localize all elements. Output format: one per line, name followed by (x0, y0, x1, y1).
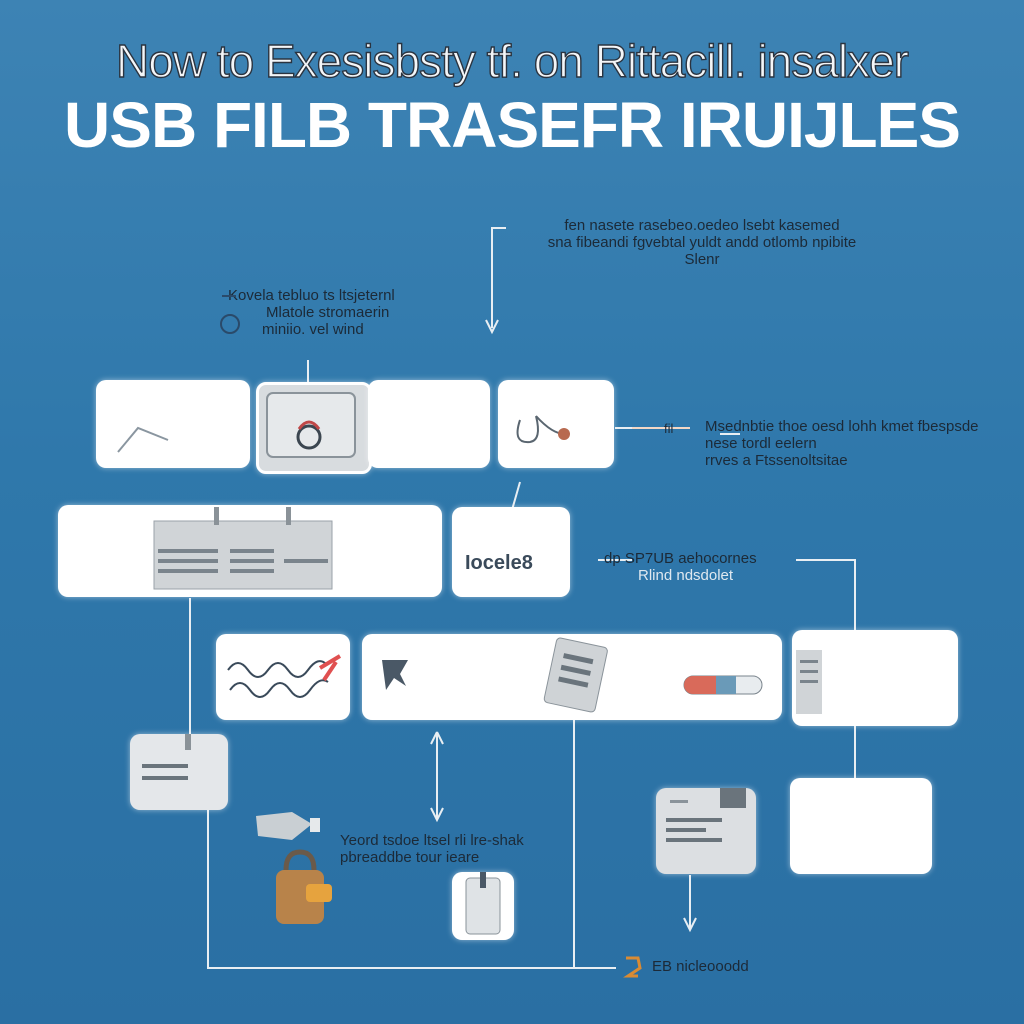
cable-box (498, 380, 614, 468)
cursor-icon (382, 637, 608, 713)
annotation-bottom-center: Yeord tsdoe ltsel rli lre-shak pbreaddbe… (340, 832, 524, 866)
document-icon (142, 734, 191, 780)
box-label: Iocele8 (465, 552, 533, 574)
folder-box (58, 505, 442, 597)
usb-cable-icon (516, 415, 570, 444)
usb-plug-icon (252, 806, 322, 851)
label-box (452, 507, 570, 597)
title-line-2: USB FILB TRASEFR IRUIJLES (64, 89, 961, 161)
drive-box-small (452, 872, 514, 940)
signal-wave-icon (227, 654, 342, 698)
padlock-icon (270, 848, 336, 933)
gear-icon (214, 290, 244, 341)
title-line-1: Now to Exesisbsty tf. on Rittacill. insa… (115, 34, 909, 87)
usb-drive-icon (796, 650, 822, 714)
annotation-bottom-right: EB nicleooodd (652, 958, 749, 975)
chart-line-icon (117, 426, 169, 453)
laptop-box (256, 382, 372, 474)
box-row1-start (96, 380, 250, 468)
laptop-icon (266, 392, 356, 458)
annotation-right-middle: dp SP7UB aehocornes Rlind ndsdolet (604, 550, 757, 584)
small-tag: fil (664, 421, 674, 436)
cable-end-icon (618, 952, 648, 987)
document-box (130, 734, 228, 810)
box-row3-end (792, 630, 958, 726)
printer-box (656, 788, 756, 874)
annotation-right-upper: Msednbtie thoe oesd lohh kmet fbespsde n… (705, 418, 979, 469)
box-row1-middle (368, 380, 490, 468)
folder-icon (153, 507, 333, 590)
wave-box (216, 634, 350, 720)
usb-stick-icon (465, 872, 501, 935)
annotation-top-center: fen nasete rasebeo.oedeo lsebt kasemed s… (547, 217, 857, 268)
pill-capsule-icon (682, 672, 766, 707)
printer-icon (666, 788, 746, 842)
annotation-top-left: Kovela tebluo ts ltsjeternl Mlatole stro… (228, 287, 395, 338)
box-row4-end (790, 778, 932, 874)
